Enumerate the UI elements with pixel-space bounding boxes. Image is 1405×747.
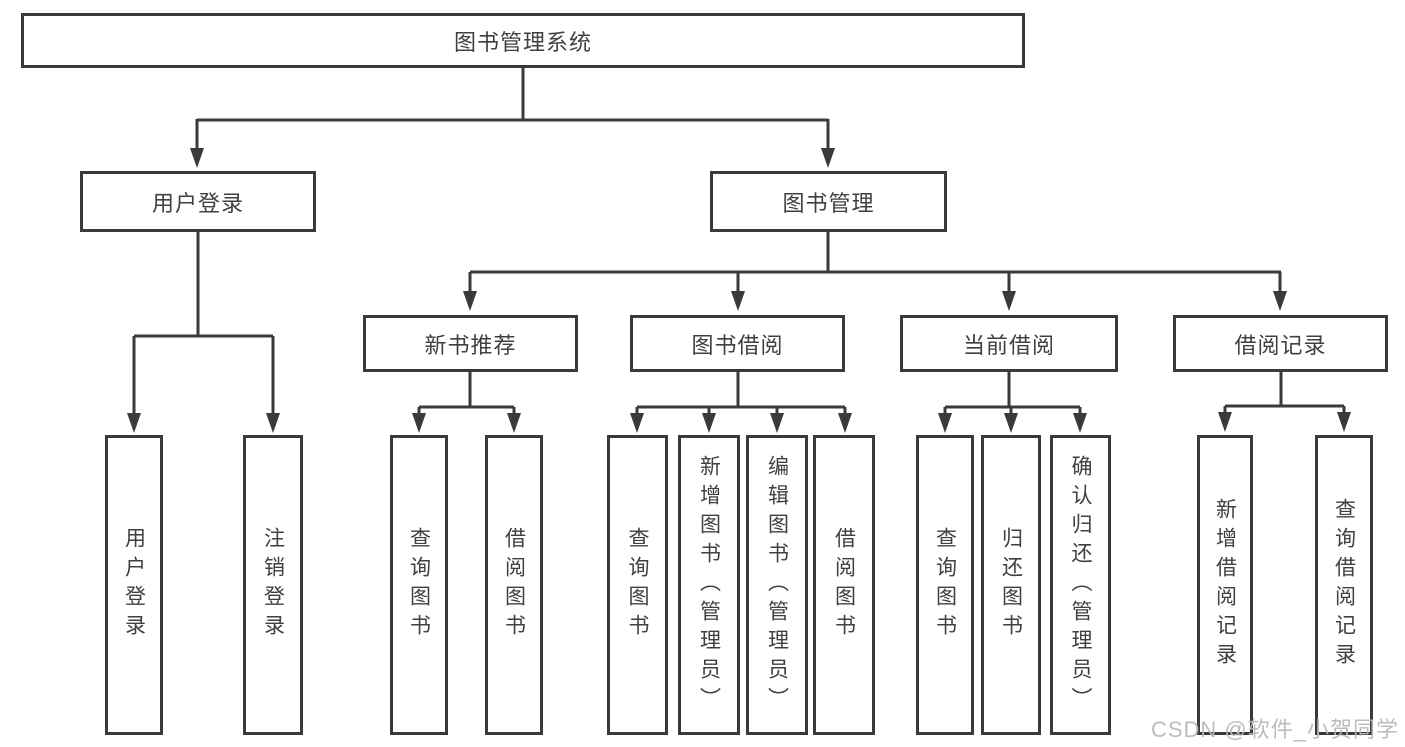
- arrow-down-icon: [266, 413, 280, 433]
- arrow-down-icon: [630, 413, 644, 433]
- leaf-br-query-borrow-record: 查询借阅记录: [1315, 435, 1373, 735]
- arrow-down-icon: [190, 148, 204, 168]
- leaf-bb-borrow-books: 借阅图书: [813, 435, 875, 735]
- node-book-borrow: 图书借阅: [630, 315, 845, 372]
- leaf-cb-query-books: 查询图书: [916, 435, 974, 735]
- arrow-down-icon: [1004, 413, 1018, 433]
- arrow-down-icon: [1002, 291, 1016, 311]
- arrow-down-icon: [821, 148, 835, 168]
- leaf-bb-query-books: 查询图书: [607, 435, 668, 735]
- leaf-bb-edit-books-admin: 编辑图书（管理员）: [746, 435, 808, 735]
- leaf-br-add-borrow-record: 新增借阅记录: [1197, 435, 1253, 735]
- node-user-login: 用户登录: [80, 171, 316, 232]
- node-root: 图书管理系统: [21, 13, 1025, 68]
- arrow-down-icon: [1073, 413, 1087, 433]
- arrow-down-icon: [770, 413, 784, 433]
- arrow-down-icon: [702, 413, 716, 433]
- arrow-down-icon: [1273, 291, 1287, 311]
- watermark: CSDN @软件_小贺同学: [1150, 717, 1399, 742]
- leaf-cb-return-books: 归还图书: [981, 435, 1041, 735]
- leaf-logout: 注销登录: [243, 435, 303, 735]
- arrow-down-icon: [507, 413, 521, 433]
- node-new-book-recommend: 新书推荐: [363, 315, 578, 372]
- node-borrow-records: 借阅记录: [1173, 315, 1388, 372]
- node-current-borrow: 当前借阅: [900, 315, 1118, 372]
- leaf-cb-confirm-return-admin: 确认归还（管理员）: [1050, 435, 1111, 735]
- leaf-bb-add-books-admin: 新增图书（管理员）: [678, 435, 740, 735]
- arrow-down-icon: [1218, 412, 1232, 432]
- arrow-down-icon: [127, 413, 141, 433]
- node-book-management: 图书管理: [710, 171, 947, 232]
- leaf-user-login: 用户登录: [105, 435, 163, 735]
- arrow-down-icon: [412, 413, 426, 433]
- arrow-down-icon: [463, 291, 477, 311]
- arrow-down-icon: [731, 291, 745, 311]
- arrow-down-icon: [1337, 412, 1351, 432]
- leaf-nb-query-books: 查询图书: [390, 435, 448, 735]
- leaf-nb-borrow-books: 借阅图书: [485, 435, 543, 735]
- arrow-down-icon: [938, 413, 952, 433]
- arrow-down-icon: [838, 413, 852, 433]
